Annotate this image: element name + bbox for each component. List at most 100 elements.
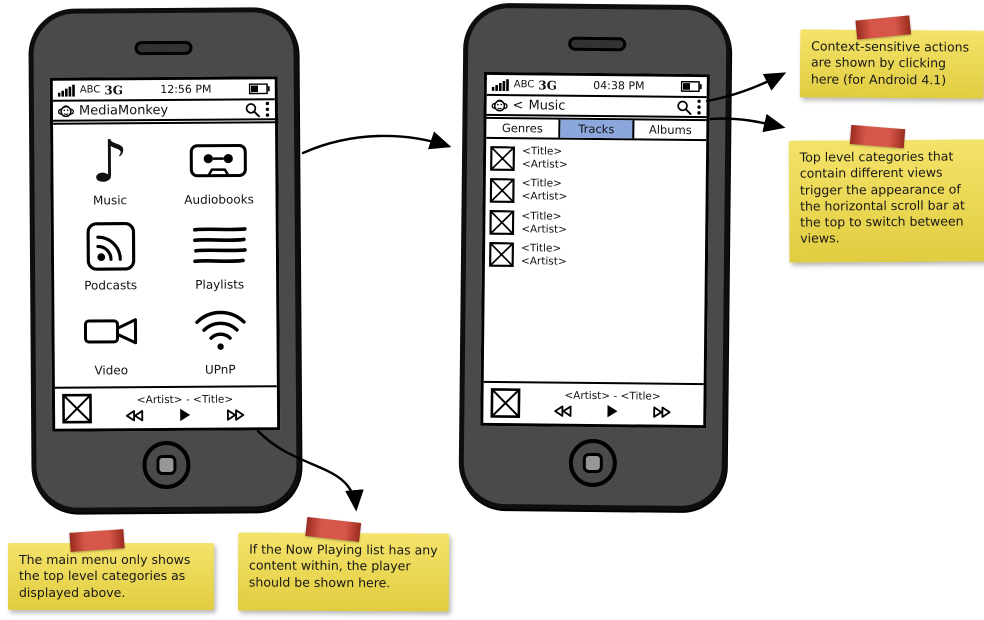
next-track-icon[interactable] (226, 408, 246, 421)
signal-bars-icon (57, 84, 76, 97)
overflow-menu-icon[interactable] (696, 99, 701, 115)
next-track-icon[interactable] (653, 405, 673, 418)
phone-right-mockup: ABC 3G 04:38 PM < Music (458, 2, 732, 512)
player-info: <Artist> - <Title> (100, 393, 270, 422)
track-title: <Title> (521, 241, 562, 255)
menu-item-playlists[interactable]: Playlists (192, 217, 247, 292)
carrier-label: ABC (513, 79, 535, 91)
sticky-note-context-actions: Context-sensitive actions are shown by c… (799, 15, 984, 99)
search-icon[interactable] (676, 99, 692, 115)
album-art-placeholder-icon (62, 393, 92, 424)
tab-tracks[interactable]: Tracks (560, 119, 635, 139)
tape-strip (849, 124, 906, 149)
tape-strip (855, 15, 912, 40)
view-tabs: Genres Tracks Albums (486, 118, 707, 142)
status-bar: ABC 3G 12:56 PM (52, 79, 275, 102)
player-controls (124, 407, 246, 422)
play-icon[interactable] (606, 404, 618, 418)
sticky-note-category-views: Top level categories that contain differ… (788, 124, 984, 263)
previous-track-icon[interactable] (552, 404, 572, 417)
phone-speaker (568, 36, 627, 52)
track-title: <Title> (522, 145, 563, 158)
tape-strip (69, 529, 125, 552)
sticky-note-main-menu: The main menu only shows the top level c… (8, 529, 214, 610)
track-artist: <Artist> (521, 222, 568, 236)
home-button[interactable] (568, 438, 618, 488)
track-art-placeholder-icon (489, 242, 514, 268)
menu-item-label: Music (92, 193, 128, 208)
now-playing-label: <Artist> - <Title> (136, 393, 234, 407)
tape-strip (305, 517, 362, 542)
player-controls (552, 404, 673, 419)
phone-speaker (134, 40, 193, 56)
status-bar: ABC 3G 04:38 PM (486, 74, 707, 99)
menu-item-label: UPnP (204, 362, 236, 377)
menu-item-label: Podcasts (84, 278, 138, 293)
track-art-placeholder-icon (489, 210, 515, 236)
music-note-icon: ♪ (91, 127, 129, 196)
track-row[interactable]: <Title> <Artist> (489, 209, 701, 237)
screen-title: Music (528, 97, 566, 114)
previous-track-icon[interactable] (124, 409, 144, 422)
arrow-main-menu-to-tracks-view (301, 131, 452, 155)
network-label: 3G (104, 82, 123, 97)
menu-item-upnp[interactable]: UPnP (193, 302, 248, 376)
sticky-note-now-playing: If the Now Playing list has any content … (237, 517, 450, 612)
menu-item-video[interactable]: Video (83, 303, 140, 377)
battery-icon (680, 80, 702, 93)
clock-label: 04:38 PM (593, 78, 645, 93)
clock-label: 12:56 PM (160, 82, 212, 97)
video-camera-icon (83, 303, 139, 359)
menu-item-label: Audiobooks (184, 192, 254, 208)
track-row[interactable]: <Title> <Artist> (489, 242, 701, 270)
track-meta: <Title> <Artist> (522, 145, 568, 172)
track-meta: <Title> <Artist> (522, 177, 568, 204)
track-row[interactable]: <Title> <Artist> (490, 145, 702, 173)
track-artist: <Artist> (521, 158, 568, 171)
search-icon[interactable] (245, 102, 260, 117)
player-info: <Artist> - <Title> (528, 389, 696, 419)
track-art-placeholder-icon (489, 177, 515, 203)
tab-genres[interactable]: Genres (486, 118, 561, 138)
menu-item-label: Playlists (195, 277, 245, 292)
track-title: <Title> (521, 177, 562, 190)
phone-right-screen: ABC 3G 04:38 PM < Music (480, 71, 710, 429)
back-chevron[interactable]: < (512, 97, 524, 113)
note-text: Context-sensitive actions are shown by c… (810, 38, 970, 87)
app-title: MediaMonkey (78, 102, 169, 119)
signal-bars-icon (491, 78, 510, 91)
note-text: Top level categories that contain differ… (799, 148, 965, 246)
cassette-icon (190, 133, 248, 189)
list-lines-icon (192, 217, 247, 273)
mediamonkey-logo-monkey-icon (57, 104, 75, 117)
track-title: <Title> (521, 209, 562, 223)
app-bar: MediaMonkey (52, 100, 276, 125)
mini-player: <Artist> - <Title> (54, 385, 278, 429)
main-menu-grid: ♪ Music Audiobooks Podcasts (53, 123, 277, 387)
track-art-placeholder-icon (490, 145, 515, 171)
tab-albums[interactable]: Albums (648, 122, 692, 138)
home-button-inner (582, 452, 603, 474)
menu-item-podcasts[interactable]: Podcasts (84, 218, 138, 293)
album-art-placeholder-icon (490, 388, 521, 419)
phone-left-mockup: ABC 3G 12:56 PM MediaMonkey (28, 7, 302, 513)
track-row[interactable]: <Title> <Artist> (489, 177, 702, 205)
now-playing-label: <Artist> - <Title> (564, 389, 661, 403)
wifi-icon (193, 302, 247, 358)
home-button[interactable] (142, 440, 191, 490)
menu-item-audiobooks[interactable]: Audiobooks (184, 133, 254, 207)
mini-player: <Artist> - <Title> (483, 380, 704, 426)
mediamonkey-logo-monkey-icon (491, 98, 508, 111)
track-meta: <Title> <Artist> (521, 210, 567, 237)
menu-item-music[interactable]: ♪ Music (91, 127, 129, 208)
note-text: The main menu only shows the top level c… (19, 552, 191, 600)
home-button-inner (156, 454, 177, 476)
network-label: 3G (538, 77, 557, 93)
rss-icon (85, 218, 135, 274)
overflow-menu-icon[interactable] (265, 101, 270, 117)
menu-item-label: Video (94, 362, 129, 378)
track-artist: <Artist> (521, 190, 568, 204)
play-icon[interactable] (179, 408, 191, 422)
app-bar: < Music (486, 95, 707, 122)
